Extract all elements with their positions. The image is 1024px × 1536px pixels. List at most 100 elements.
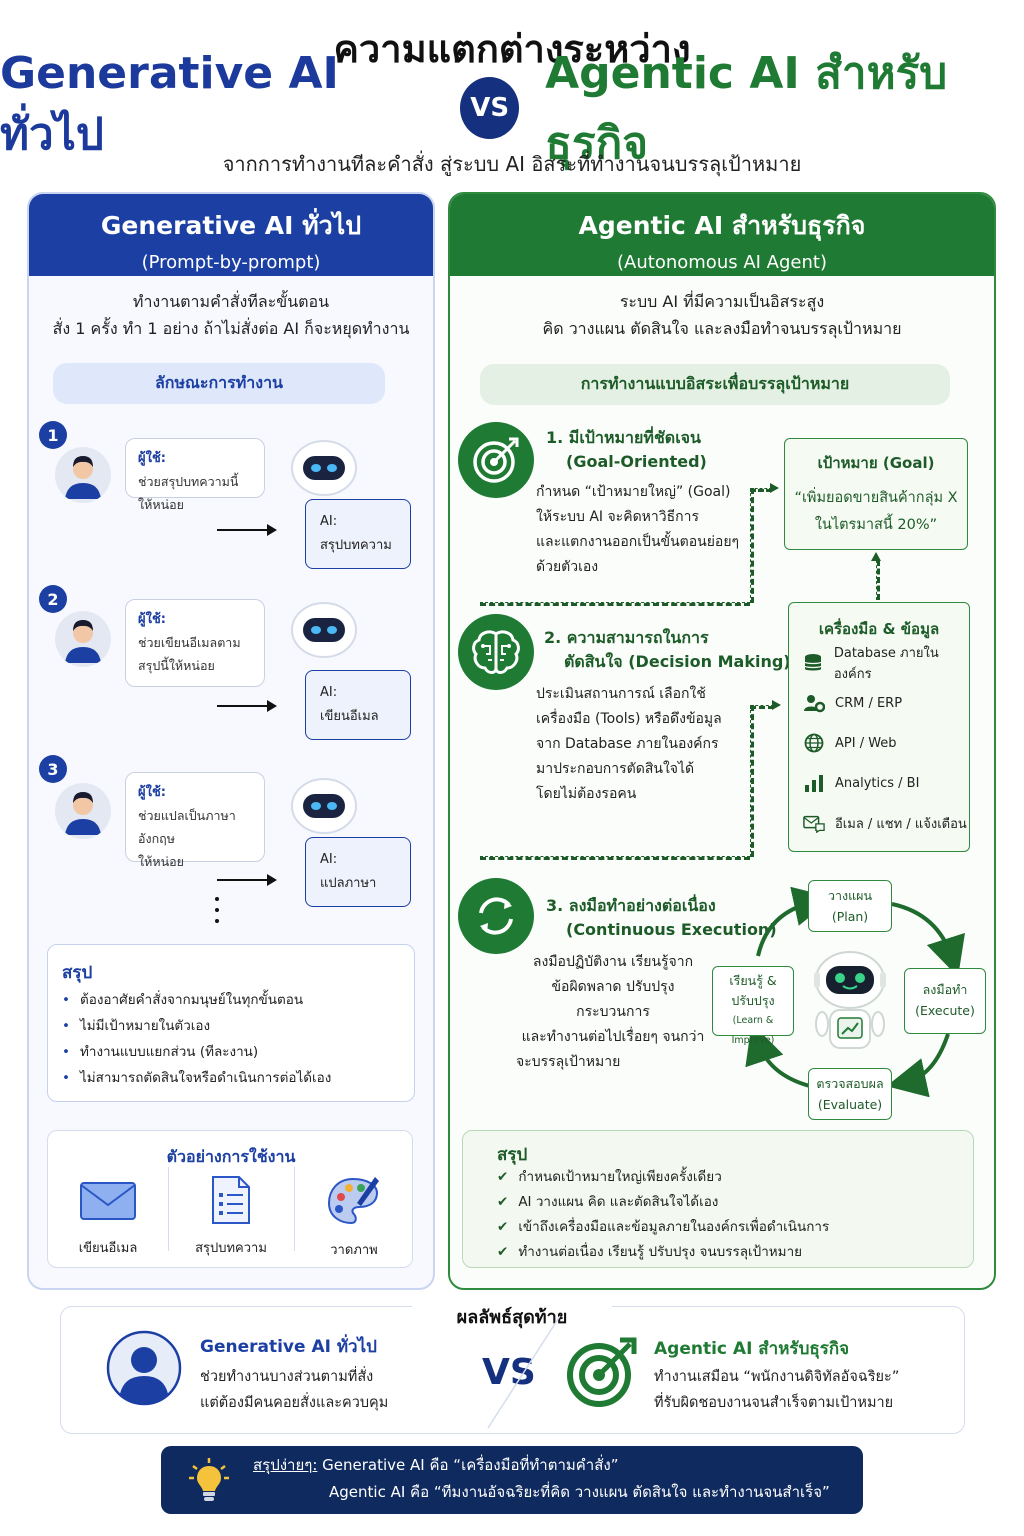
tool-item-label: Database ภายในองค์กร: [833, 646, 939, 682]
feature-2-desc-line: เครื่องมือ (Tools) หรือดึงข้อมูล: [536, 711, 722, 727]
brain-icon: [458, 614, 534, 690]
feature-1-title-line2: (Goal-Oriented): [566, 452, 707, 471]
feature-1-title: 1. มีเป้าหมายที่ชัดเจน (Goal-Oriented): [546, 426, 707, 474]
goal-title: เป้าหมาย (Goal): [817, 454, 935, 472]
feature-3-desc-line: จะบรรลุเป้าหมาย: [516, 1054, 621, 1070]
cycle-plan: วางแผน (Plan): [808, 880, 892, 932]
cycle-execute-label: ลงมือทำ: [922, 982, 968, 997]
generative-summary-item: ไม่สามารถตัดสินใจหรือดำเนินการต่อได้เอง: [62, 1065, 331, 1091]
feature-2-desc-line: โดยไม่ต้องรอคน: [536, 786, 637, 802]
user-message-1: ช่วยสรุปบทความนี้ให้หน่อย: [138, 474, 239, 512]
tool-item-label: API / Web: [835, 735, 897, 751]
cycle-learn-label: เรียนรู้ &: [729, 973, 777, 988]
feature-2-title: 2. ความสามารถในการ ตัดสินใจ (Decision Ma…: [544, 626, 791, 674]
connector-line: [480, 602, 750, 606]
goal-desc: “เพิ่มยอดขายสินค้ากลุ่ม X ในไตรมาสนี้ 20…: [785, 485, 967, 539]
step-1-number: 1: [39, 421, 67, 449]
feature-2-title-line1: 2. ความสามารถในการ: [544, 628, 709, 647]
tip-line1: สรุปง่ายๆ: Generative AI คือ “เครื่องมือ…: [253, 1452, 618, 1478]
divider-slash: [487, 1315, 561, 1429]
cycle-execute: ลงมือทำ (Execute): [904, 968, 986, 1034]
connector-line: [750, 705, 754, 857]
example-email: เขียนอีเมล: [48, 1179, 168, 1258]
tool-item: Database ภายในองค์กร: [803, 643, 969, 683]
cycle-learn: เรียนรู้ & ปรับปรุง (Learn & Improve): [712, 966, 794, 1046]
agentic-work-pill: การทำงานแบบอิสระเพื่อบรรลุเป้าหมาย: [480, 364, 950, 405]
feature-3-desc-line: ข้อผิดพลาด ปรับปรุงกระบวนการ: [551, 979, 675, 1020]
final-agentic: Agentic AI สำหรับธุรกิจ ทำงานเสมือน “พนั…: [654, 1336, 899, 1416]
user-label-3: ผู้ใช้:: [138, 785, 166, 800]
ai-label-2: AI:: [320, 685, 338, 700]
tool-item-label: Analytics / BI: [835, 775, 920, 791]
arrow-right-icon: [267, 874, 277, 886]
connector-line: [480, 856, 750, 860]
user-message-2a: ช่วยเขียนอีเมลตาม: [138, 635, 241, 650]
feature-1-desc-line: กำหนด “เป้าหมายใหญ่” (Goal): [536, 484, 731, 500]
feature-1-title-line1: 1. มีเป้าหมายที่ชัดเจน: [546, 428, 701, 447]
database-icon: [803, 652, 824, 674]
generative-summary-item: ต้องอาศัยคำสั่งจากมนุษย์ในทุกขั้นตอน: [62, 987, 331, 1013]
step-2-number: 2: [39, 585, 67, 613]
generative-summary-title: สรุป: [62, 963, 93, 983]
user-label-2: ผู้ใช้:: [138, 612, 166, 627]
user-bubble-1: ผู้ใช้: ช่วยสรุปบทความนี้ให้หน่อย: [125, 438, 265, 512]
agentic-summary-list: กำหนดเป้าหมายใหญ่เพียงครั้งเดียว AI วางแ…: [497, 1165, 829, 1265]
cycle-evaluate: ตรวจสอบผล (Evaluate): [808, 1068, 892, 1120]
generative-column-header: Generative AI ทั่วไป (Prompt-by-prompt): [29, 194, 433, 276]
final-result-title: ผลลัพธ์สุดท้าย: [412, 1302, 612, 1331]
tool-item: อีเมล / แชท / แจ้งเตือน: [803, 803, 969, 843]
generative-column-subtitle: (Prompt-by-prompt): [141, 252, 321, 273]
cycle-plan-label: วางแผน: [827, 888, 873, 903]
mail-chat-icon: [803, 812, 825, 834]
tip-label: สรุปง่ายๆ:: [253, 1456, 318, 1474]
tip-line1-text: Generative AI คือ “เครื่องมือที่ทำตามคำส…: [317, 1456, 619, 1474]
agent-robot-icon: [808, 950, 892, 1058]
tool-item-label: อีเมล / แชท / แจ้งเตือน: [835, 816, 967, 832]
divider: [168, 1167, 169, 1251]
feature-3-title: 3. ลงมือทำอย่างต่อเนื่อง (Continuous Exe…: [546, 894, 777, 942]
header-agentic-title: Agentic AI สำหรับธุรกิจ: [545, 48, 948, 169]
divider: [294, 1167, 295, 1251]
header-vs-badge: VS: [460, 77, 520, 139]
connector-line: [876, 560, 880, 600]
arrow-right-icon: [772, 700, 781, 710]
bar-chart-icon: [803, 772, 825, 794]
agentic-summary-item: เข้าถึงเครื่องมือและข้อมูลภายในองค์กรเพื…: [497, 1215, 829, 1240]
agentic-column: Agentic AI สำหรับธุรกิจ (Autonomous AI A…: [448, 192, 996, 1290]
arrow-right-icon: [770, 483, 779, 493]
agentic-summary: สรุป กำหนดเป้าหมายใหญ่เพียงครั้งเดียว AI…: [462, 1130, 974, 1268]
agentic-summary-item: กำหนดเป้าหมายใหญ่เพียงครั้งเดียว: [497, 1165, 829, 1190]
cycle-evaluate-sub: (Evaluate): [817, 1097, 883, 1112]
feature-1-desc-line: และแตกงานออกเป็นขั้นตอนย่อยๆ: [536, 534, 740, 550]
person-avatar-icon: [106, 1330, 182, 1410]
arrow-line: [217, 879, 269, 881]
ai-result-3: แปลภาษา: [320, 876, 377, 891]
header-line1: ความแตกต่างระหว่าง: [333, 27, 691, 71]
feature-3-desc: ลงมือปฏิบัติงาน เรียนรู้จาก ข้อผิดพลาด ป…: [516, 950, 710, 1075]
agentic-intro: ระบบ AI ที่มีความเป็นอิสระสูง คิด วางแผน…: [450, 288, 994, 342]
cycle-evaluate-label: ตรวจสอบผล: [816, 1076, 884, 1091]
generative-summary-item: ไม่มีเป้าหมายในตัวเอง: [62, 1013, 331, 1039]
connector-line: [750, 488, 772, 492]
cycle-arrows-icon: [458, 878, 534, 954]
final-vs: VS: [482, 1352, 536, 1393]
cycle-learn-label2: ปรับปรุง: [731, 993, 775, 1008]
user-bubble-2: ผู้ใช้: ช่วยเขียนอีเมลตาม สรุปนี้ให้หน่อ…: [125, 599, 265, 687]
ai-label-3: AI:: [320, 852, 338, 867]
agentic-summary-item: AI วางแผน คิด และตัดสินใจได้เอง: [497, 1190, 829, 1215]
user-message-3b: ให้หน่อย: [138, 854, 184, 869]
tools-box: เครื่องมือ & ข้อมูล Database ภายในองค์กร…: [788, 602, 970, 852]
feature-1-desc-line: ให้ระบบ AI จะคิดหาวิธีการ: [536, 509, 700, 525]
ai-response-2: AI: เขียนอีเมล: [305, 670, 411, 740]
header-title-row: Generative AI ทั่วไป VS Agentic AI สำหรั…: [0, 48, 1024, 170]
feature-3-title-line1: 3. ลงมือทำอย่างต่อเนื่อง: [546, 896, 716, 915]
arrow-line: [217, 529, 269, 531]
final-generative-title: Generative AI ทั่วไป: [200, 1337, 377, 1357]
agentic-column-subtitle: (Autonomous AI Agent): [617, 252, 827, 273]
user-avatar-3: [55, 783, 111, 839]
robot-icon: [291, 778, 357, 834]
envelope-icon: [80, 1182, 136, 1220]
header-generative-title: Generative AI ทั่วไป: [0, 47, 339, 160]
connector-line: [750, 488, 754, 603]
agentic-summary-title: สรุป: [497, 1145, 528, 1165]
